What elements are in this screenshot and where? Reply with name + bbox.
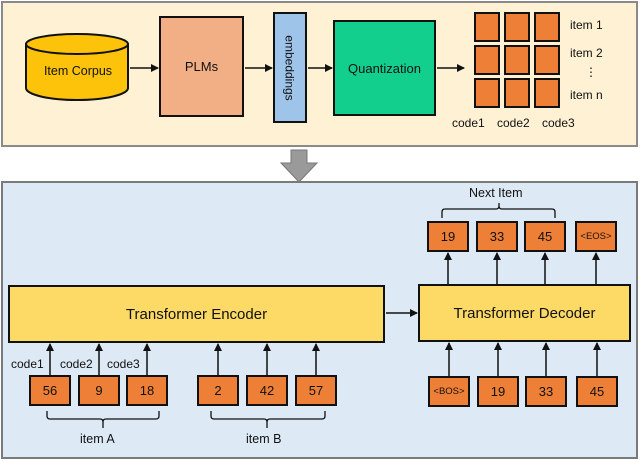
decoder-input-token: 45	[576, 376, 618, 407]
grid-col-label: code2	[497, 116, 530, 130]
plms-box: PLMs	[159, 16, 244, 117]
code-grid-cell	[474, 45, 500, 75]
down-arrow-icon	[279, 149, 319, 183]
grid-row-label: ⋮	[585, 65, 597, 79]
grid-col-label: code3	[542, 116, 575, 130]
grid-col-label: code1	[452, 116, 485, 130]
item-corpus-cylinder	[25, 33, 129, 101]
decoder-input-token: 19	[477, 376, 519, 407]
encoder-label: Transformer Encoder	[125, 305, 268, 323]
code-grid-cell	[474, 12, 500, 42]
quantization-label: Quantization	[348, 60, 421, 76]
decoder-output-token: 33	[476, 221, 518, 252]
item-a-code-token: 56	[29, 375, 71, 406]
quantization-box: Quantization	[333, 20, 436, 116]
transformer-decoder: Transformer Decoder	[418, 284, 631, 342]
code-grid-cell	[504, 12, 530, 42]
item-a-code-token: 9	[78, 375, 120, 406]
code-grid-cell	[474, 78, 500, 108]
eos-token: <EOS>	[575, 221, 617, 252]
code-grid-cell	[504, 45, 530, 75]
embeddings-box: embeddings	[273, 12, 307, 123]
item-b-code-token: 2	[197, 375, 239, 406]
bos-token: <BOS>	[428, 376, 470, 407]
grid-row-label: item n	[570, 88, 603, 102]
code-label: code3	[107, 357, 140, 371]
decoder-output-token: 45	[524, 221, 566, 252]
item-b-label: item B	[246, 432, 282, 446]
item-b-brace	[210, 411, 326, 428]
decoder-label: Transformer Decoder	[453, 304, 596, 322]
next-item-brace	[441, 203, 556, 218]
item-b-code-token: 42	[246, 375, 288, 406]
code-label: code2	[60, 357, 93, 371]
grid-row-label: item 1	[570, 18, 603, 32]
code-label: code1	[11, 357, 44, 371]
item-a-label: item A	[80, 432, 115, 446]
transformer-encoder: Transformer Encoder	[8, 285, 385, 343]
decoder-input-token: 33	[525, 376, 567, 407]
item-b-code-token: 57	[295, 375, 337, 406]
code-grid-cell	[534, 78, 560, 108]
decoder-output-token: 19	[427, 221, 469, 252]
item-a-brace	[46, 411, 160, 428]
code-grid-cell	[534, 12, 560, 42]
item-corpus-label: Item Corpus	[43, 64, 113, 78]
item-a-code-token: 18	[126, 375, 168, 406]
next-item-label: Next Item	[469, 186, 523, 200]
plms-label: PLMs	[184, 59, 219, 74]
grid-row-label: item 2	[570, 46, 603, 60]
code-grid-cell	[504, 78, 530, 108]
code-grid-cell	[534, 45, 560, 75]
